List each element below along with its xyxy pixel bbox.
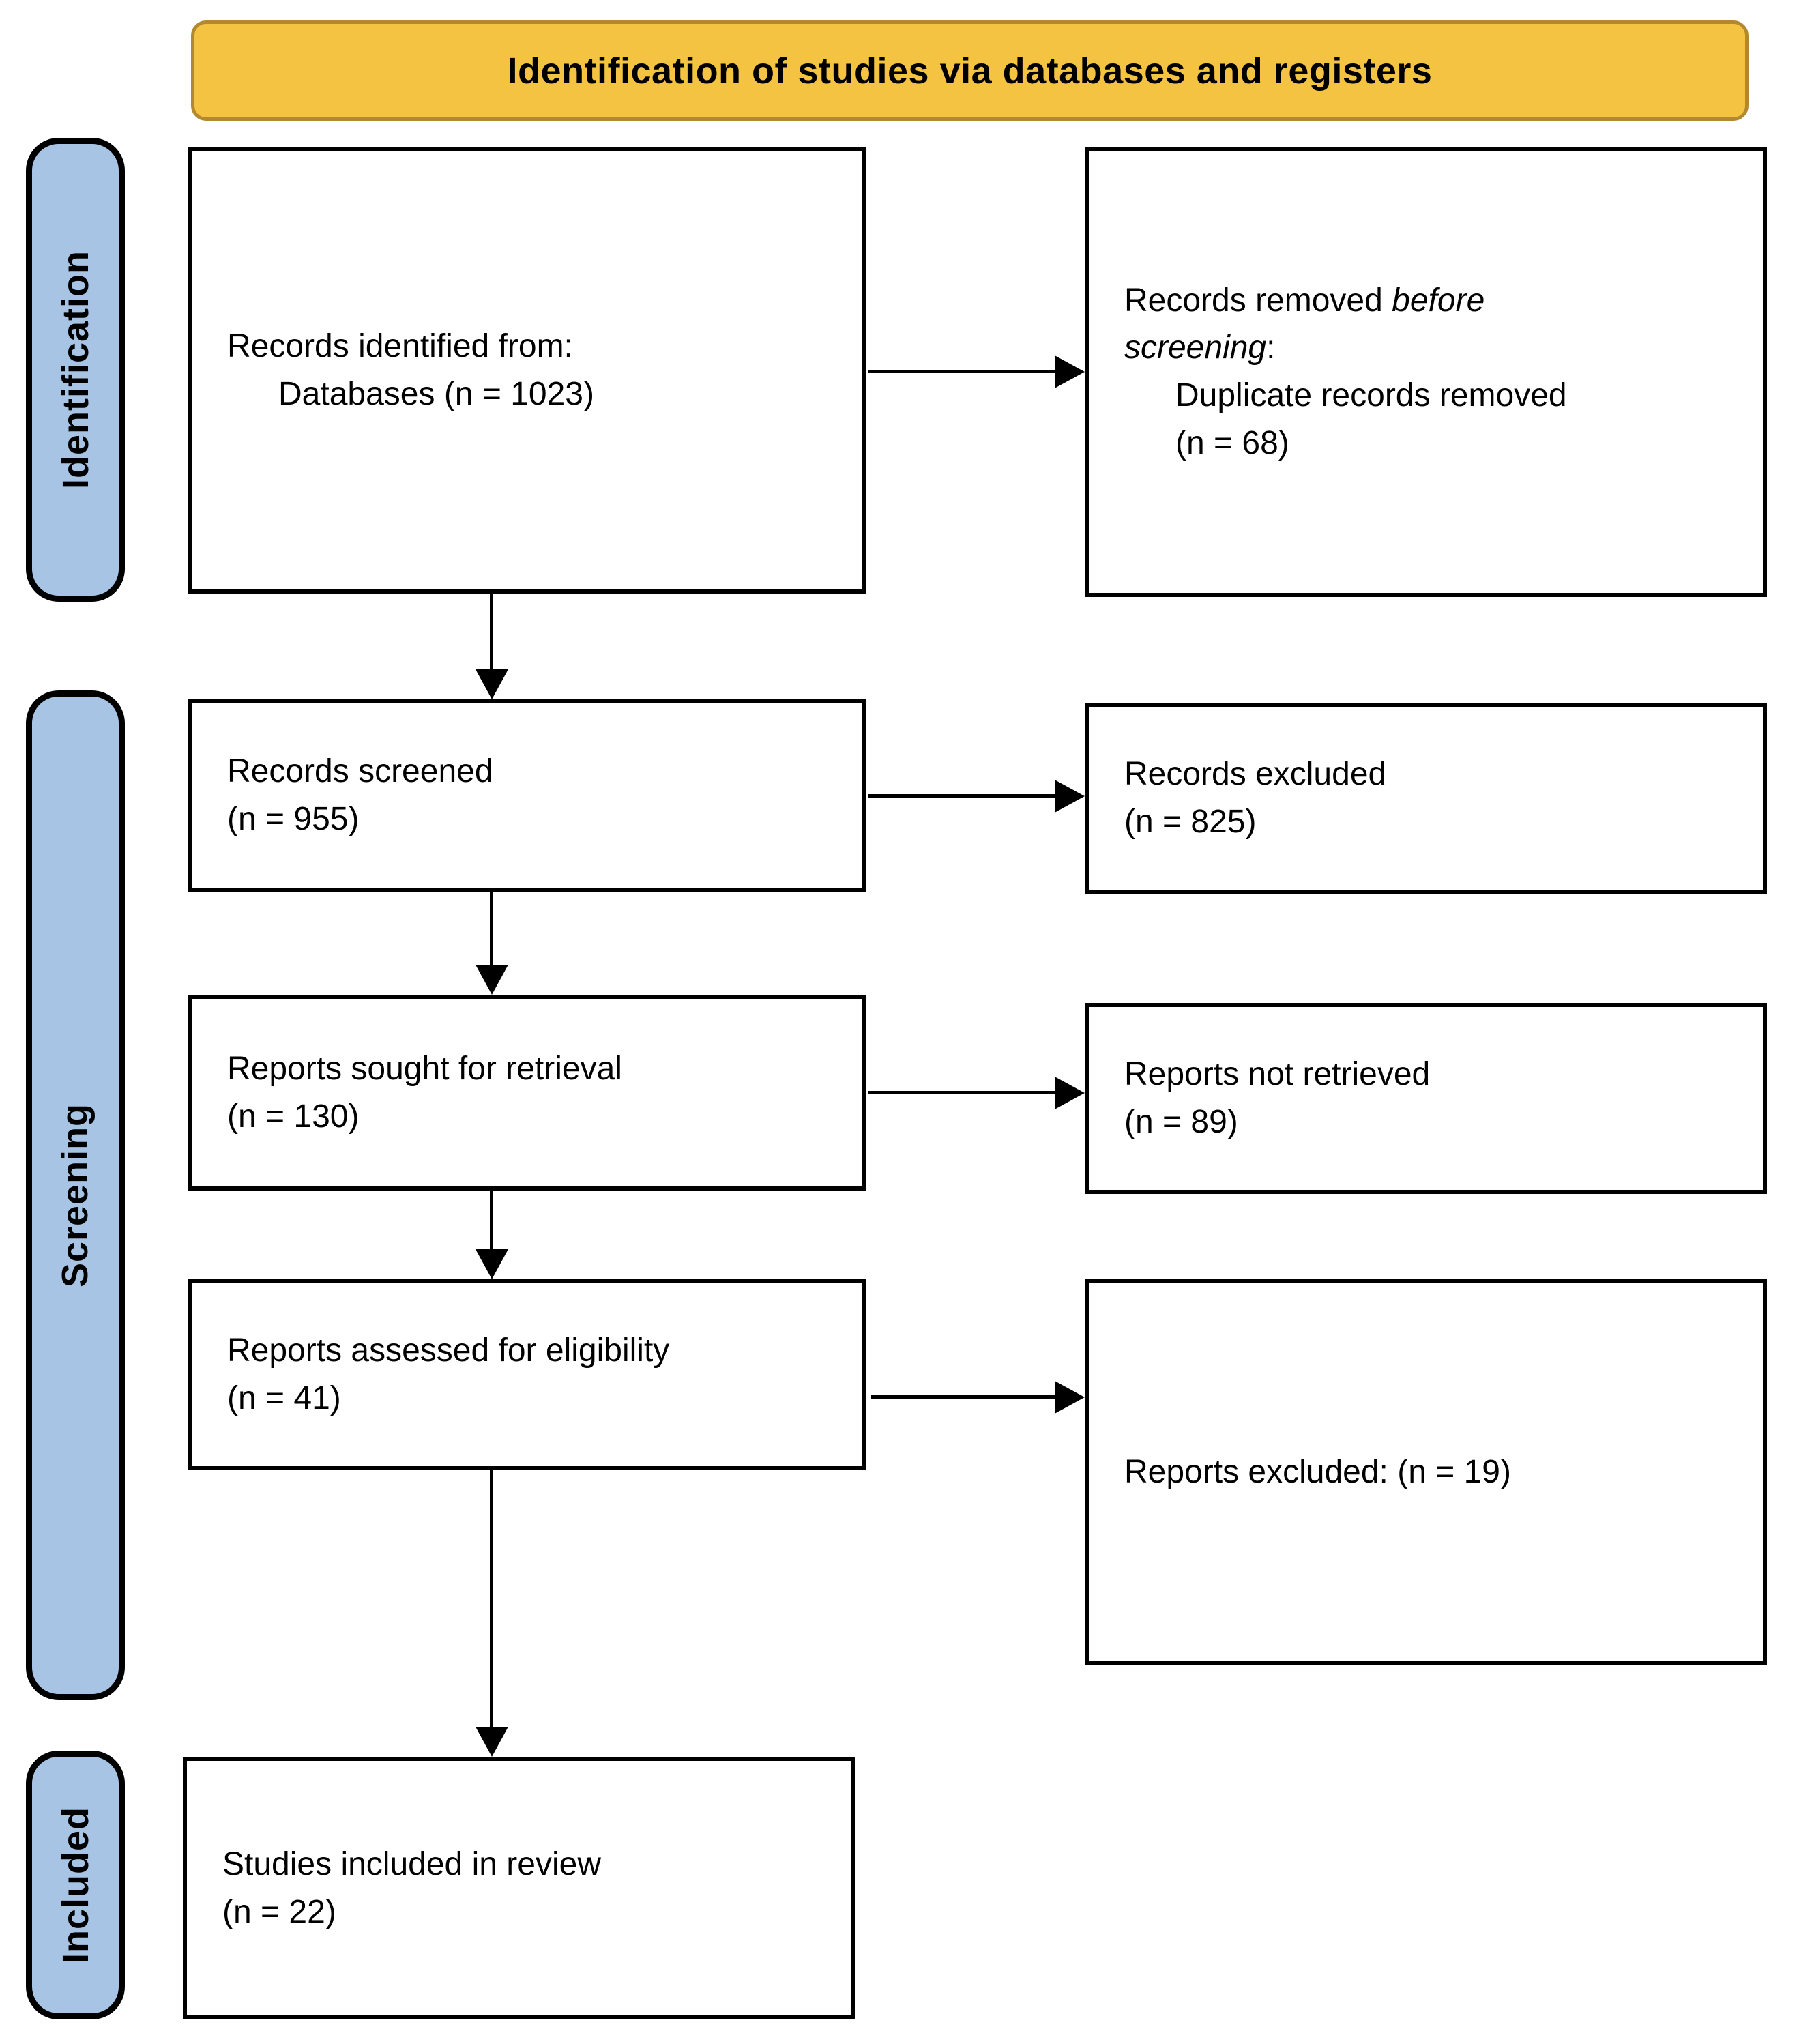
reports-assessed-line2: (n = 41) <box>227 1380 341 1416</box>
arrow-right-head-icon <box>1055 1077 1085 1109</box>
studies-included-line1: Studies included in review <box>222 1845 601 1882</box>
records-removed-line2-suffix: : <box>1266 330 1276 366</box>
box-records-excluded: Records excluded (n = 825) <box>1085 703 1767 894</box>
reports-sought-line1: Reports sought for retrieval <box>227 1050 622 1087</box>
box-records-screened: Records screened (n = 955) <box>188 699 866 892</box>
records-removed-line4: (n = 68) <box>1175 424 1289 461</box>
stage-label-identification: Identification <box>26 138 125 602</box>
arrow-down-head-icon <box>476 965 508 995</box>
stage-label-included-text: Included <box>55 1806 96 1964</box>
arrow-screened-to-sought-line <box>490 892 493 966</box>
stage-label-identification-text: Identification <box>55 250 96 489</box>
arrow-screened-to-excluded-line <box>868 794 1056 798</box>
banner: Identification of studies via databases … <box>191 20 1749 121</box>
records-excluded-line2: (n = 825) <box>1124 804 1257 840</box>
records-removed-line2-italic: screening <box>1124 330 1267 366</box>
records-identified-line1: Records identified from: <box>227 327 573 364</box>
reports-sought-line2: (n = 130) <box>227 1098 360 1135</box>
stage-label-included: Included <box>26 1751 125 2019</box>
arrow-sought-to-not-retrieved-line <box>868 1091 1056 1094</box>
arrow-identified-to-screened-line <box>490 594 493 672</box>
box-reports-sought-for-retrieval: Reports sought for retrieval (n = 130) <box>188 995 866 1191</box>
box-reports-assessed-for-eligibility: Reports assessed for eligibility (n = 41… <box>188 1279 866 1470</box>
box-studies-included-in-review: Studies included in review (n = 22) <box>183 1757 855 2019</box>
arrow-down-head-icon <box>476 1249 508 1279</box>
arrow-identified-to-removed-line <box>868 370 1056 373</box>
records-identified-line2: Databases (n = 1023) <box>278 375 594 412</box>
records-removed-line1-prefix: Records removed <box>1124 282 1392 319</box>
stage-label-screening-text: Screening <box>55 1103 96 1288</box>
box-reports-excluded: Reports excluded: (n = 19) <box>1085 1279 1767 1665</box>
arrow-sought-to-assessed-line <box>490 1191 493 1251</box>
stage-label-screening: Screening <box>26 690 125 1700</box>
banner-title: Identification of studies via databases … <box>507 50 1433 91</box>
arrow-right-head-icon <box>1055 780 1085 813</box>
arrow-assessed-to-included-line <box>490 1470 493 1728</box>
records-screened-line1: Records screened <box>227 753 493 790</box>
box-records-removed-before-screening: Records removed before screening: Duplic… <box>1085 147 1767 597</box>
records-removed-line2: screening: <box>1124 324 1742 372</box>
arrow-right-head-icon <box>1055 355 1085 388</box>
box-records-identified: Records identified from: Databases (n = … <box>188 147 866 594</box>
arrow-down-head-icon <box>476 669 508 699</box>
box-reports-not-retrieved: Reports not retrieved (n = 89) <box>1085 1003 1767 1194</box>
reports-excluded-line1: Reports excluded: (n = 19) <box>1124 1453 1511 1490</box>
records-excluded-line1: Records excluded <box>1124 756 1387 793</box>
arrow-down-head-icon <box>476 1727 508 1757</box>
records-removed-line1: Records removed before <box>1124 277 1742 325</box>
records-screened-line2: (n = 955) <box>227 801 360 837</box>
arrow-assessed-to-excluded-line <box>871 1395 1056 1399</box>
studies-included-line2: (n = 22) <box>222 1893 336 1930</box>
arrow-right-head-icon <box>1055 1381 1085 1414</box>
reports-not-retrieved-line1: Reports not retrieved <box>1124 1056 1431 1093</box>
reports-not-retrieved-line2: (n = 89) <box>1124 1104 1238 1140</box>
records-removed-line1-italic: before <box>1392 282 1485 319</box>
records-removed-line3: Duplicate records removed <box>1175 377 1567 413</box>
reports-assessed-line1: Reports assessed for eligibility <box>227 1332 670 1369</box>
